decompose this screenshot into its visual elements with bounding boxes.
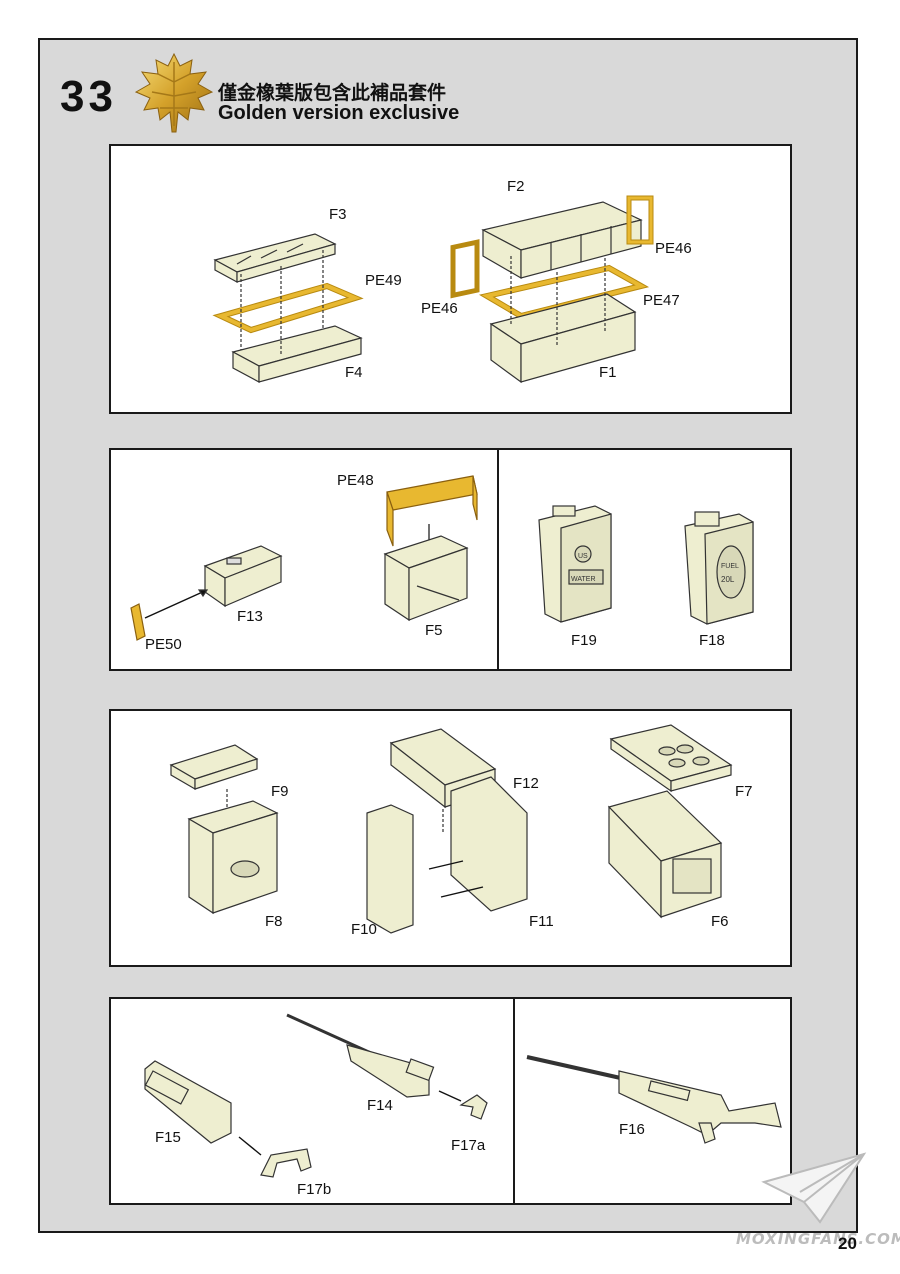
page-number: 20 xyxy=(838,1234,857,1253)
part-pe46-left xyxy=(450,239,480,299)
label-pe48: PE48 xyxy=(337,472,374,489)
decal-fuel: FUEL xyxy=(721,563,739,570)
title-chinese: 僅金橡葉版包含此補品套件 xyxy=(218,82,447,104)
panel-rifle: F16 xyxy=(513,997,792,1205)
label-f3: F3 xyxy=(329,206,347,223)
label-f2: F2 xyxy=(507,178,525,195)
label-f7: F7 xyxy=(735,783,753,800)
label-f10: F10 xyxy=(351,921,377,938)
label-f15: F15 xyxy=(155,1129,181,1146)
part-pe50 xyxy=(130,603,146,641)
decal-20l: 20L xyxy=(721,575,735,584)
panel-storage-boxes: F9 F8 F12 F10 F11 F7 F6 xyxy=(109,709,792,967)
label-f17b: F17b xyxy=(297,1181,332,1198)
label-f13: F13 xyxy=(237,608,263,625)
machine-guns-illustration xyxy=(144,1013,488,1178)
label-pe46-left: PE46 xyxy=(421,300,458,317)
part-f14-barrel xyxy=(286,1013,372,1055)
label-f19: F19 xyxy=(571,632,597,649)
label-pe46-right: PE46 xyxy=(655,240,692,257)
label-pe50: PE50 xyxy=(145,636,182,653)
label-f8: F8 xyxy=(265,913,283,930)
decal-water: WATER xyxy=(571,576,596,583)
step-number: 33 xyxy=(60,72,117,121)
label-f1: F1 xyxy=(599,364,617,381)
part-f10 xyxy=(366,804,414,934)
panel-crates: F3 PE49 F4 F2 PE46 PE46 PE47 F1 xyxy=(109,144,792,414)
label-f6: F6 xyxy=(711,913,729,930)
oak-leaf-icon xyxy=(134,52,214,133)
label-f11: F11 xyxy=(529,913,554,930)
panel-ammo-boxes: PE48 F13 F5 PE50 xyxy=(109,448,499,671)
label-pe49: PE49 xyxy=(365,272,402,289)
rifle-illustration xyxy=(526,1055,782,1144)
part-f16-barrel xyxy=(526,1055,626,1081)
paper-plane-icon xyxy=(761,1152,867,1224)
jerry-cans-illustration: US WATER FUEL 20L xyxy=(538,505,754,625)
part-f17b xyxy=(260,1148,312,1178)
part-f17a xyxy=(459,1094,488,1120)
label-f5: F5 xyxy=(425,622,443,639)
ammo-boxes-illustration xyxy=(130,475,478,641)
label-f18: F18 xyxy=(699,632,725,649)
panel-jerry-cans: US WATER FUEL 20L F19 F18 xyxy=(497,448,792,671)
title-english: Golden version exclusive xyxy=(218,102,460,124)
storage-boxes-illustration xyxy=(169,724,733,934)
label-f9: F9 xyxy=(271,783,289,800)
label-pe47: PE47 xyxy=(643,292,680,309)
label-f14: F14 xyxy=(367,1097,393,1114)
label-f12: F12 xyxy=(513,775,539,792)
label-f4: F4 xyxy=(345,364,363,381)
decal-us: US xyxy=(578,553,588,560)
part-pe48 xyxy=(386,475,478,511)
part-f11 xyxy=(450,776,528,912)
label-f17a: F17a xyxy=(451,1137,486,1154)
label-f16: F16 xyxy=(619,1121,645,1138)
watermark: MOXINGFANS.COM xyxy=(736,1230,900,1248)
crates-illustration xyxy=(212,195,654,384)
panel-machine-guns: F15 F14 F17a F17b xyxy=(109,997,515,1205)
